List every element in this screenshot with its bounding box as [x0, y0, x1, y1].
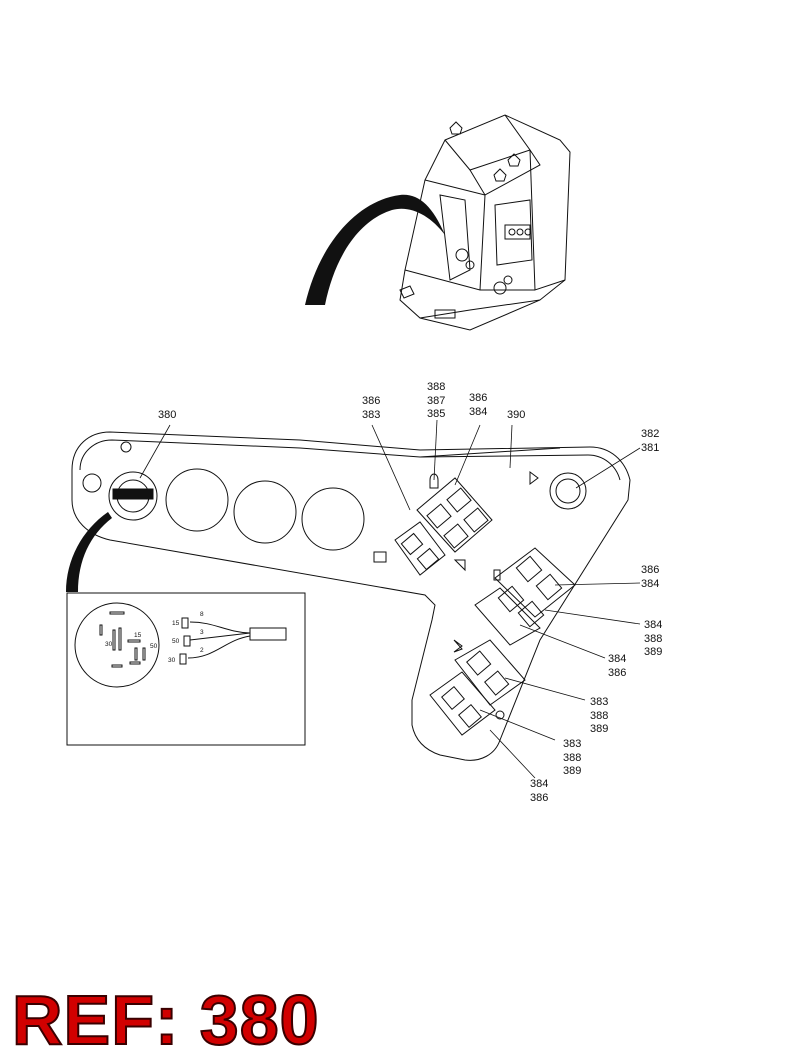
callout-383-388-389-b: 383 388 389 [563, 738, 582, 777]
machine-overview [399, 114, 571, 331]
inset-terminal-label: 15 [172, 620, 180, 627]
inset-detail [66, 592, 306, 746]
inset-wire-label: 2 [200, 647, 204, 654]
leader-curve-inset [66, 512, 112, 592]
inset-terminal-label: 30 [168, 657, 176, 664]
inset-wire-label: 3 [200, 629, 204, 636]
inset-pin-label: 15 [134, 632, 142, 639]
callout-384-386-bottom: 384 386 [530, 778, 549, 804]
callout-383-388-389-a: 383 388 389 [590, 696, 609, 735]
dashboard-panel [71, 431, 631, 761]
inset-labels: 15 50 30 8 3 2 30 15 50 [105, 611, 204, 664]
callout-386-383: 386 383 [362, 395, 381, 421]
leader-curve-top [305, 194, 445, 305]
callout-386-384-top: 386 384 [469, 392, 488, 418]
reference-title: REF: 380 [11, 980, 320, 1060]
inset-terminal-label: 50 [172, 638, 180, 645]
callout-386-384-right: 386 384 [641, 564, 660, 590]
callout-384-386-mid: 384 386 [608, 653, 627, 679]
inset-wire-label: 8 [200, 611, 204, 618]
inset-pin-label: 30 [105, 641, 113, 648]
callout-388-387-385: 388 387 385 [427, 381, 446, 420]
callout-384-388-389: 384 388 389 [644, 619, 663, 658]
callout-390: 390 [507, 409, 526, 421]
inset-pin-label: 50 [150, 643, 158, 650]
callout-380: 380 [158, 409, 177, 421]
callout-382-381: 382 381 [641, 428, 660, 454]
leader-lines [139, 419, 641, 779]
